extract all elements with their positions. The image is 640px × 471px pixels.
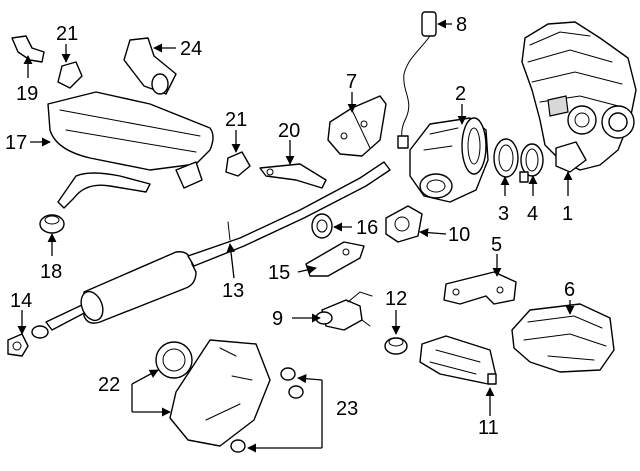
turbo-catalytic-converter[interactable] [409,117,489,203]
exhaust-gasket-14[interactable] [7,333,29,357]
callout-5: 5 [491,234,502,256]
v-band-clamp[interactable] [519,143,544,183]
callout-16: 16 [356,217,378,239]
callout-numbers: 1 2 3 4 5 6 7 8 9 10 11 12 13 14 15 16 1… [5,14,575,439]
isolator-21-upper[interactable] [57,61,83,89]
callout-23: 23 [336,398,358,420]
isolator-21-lower[interactable] [225,151,251,177]
exhaust-valve-actuator[interactable] [155,339,271,447]
hanger-bracket-20[interactable] [259,163,327,189]
tail-pipe-tip[interactable] [123,37,177,95]
oxygen-sensor[interactable] [397,11,437,149]
callout-1: 1 [562,203,573,225]
callout-20: 20 [278,120,300,142]
callout-11: 11 [478,417,499,439]
gasket-ring[interactable] [493,138,519,178]
callout-22: 22 [98,374,120,396]
callout-4: 4 [527,203,538,225]
callout-2: 2 [455,83,466,105]
turbocharger-manifold[interactable] [521,21,637,173]
rear-muffler[interactable] [47,91,214,209]
callout-3: 3 [498,203,509,225]
callout-24: 24 [180,38,202,60]
callout-8: 8 [456,14,467,36]
callout-15: 15 [268,262,290,284]
heat-shield-bracket[interactable] [443,271,517,305]
callout-10: 10 [448,224,470,246]
lower-heat-shield[interactable] [419,335,497,385]
callout-6: 6 [564,279,575,301]
upper-bracket[interactable] [327,95,387,157]
front-exhaust-pipe[interactable] [315,291,373,331]
rubber-hanger-12[interactable] [384,337,408,355]
mounting-bracket-19[interactable] [11,35,45,63]
heat-shield[interactable] [511,303,615,373]
callout-13: 13 [222,280,244,302]
callout-7: 7 [346,71,357,93]
callout-14: 14 [10,290,32,312]
callout-18: 18 [40,261,62,283]
pipe-bracket[interactable] [305,241,365,277]
nuts-23[interactable] [230,367,304,453]
callout-9: 9 [272,308,283,330]
callout-17: 17 [5,132,27,154]
callout-21-lower: 21 [225,109,247,131]
callout-19: 19 [16,83,38,105]
leader-lines [17,19,575,453]
isolator-16[interactable] [311,213,333,239]
callout-21-upper: 21 [56,23,78,45]
flange-gasket[interactable] [385,205,423,243]
callout-12: 12 [385,288,407,310]
intermediate-pipe-resonator[interactable] [31,161,391,339]
rubber-hanger-18[interactable] [39,214,65,234]
